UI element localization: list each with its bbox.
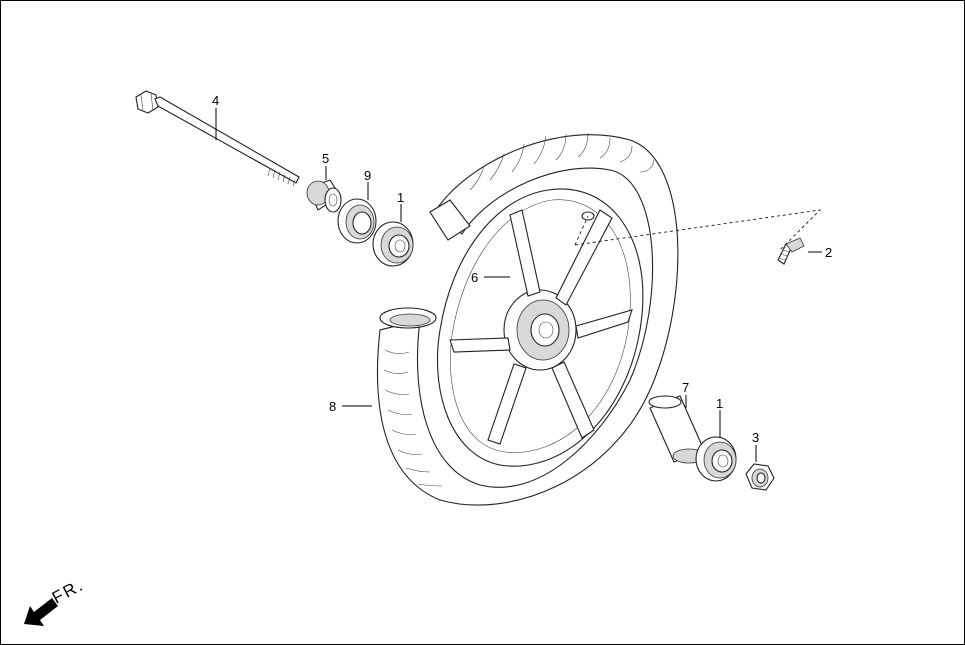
callout-6: 6 bbox=[471, 270, 478, 285]
callout-1-bottom: 1 bbox=[716, 396, 723, 411]
callout-5: 5 bbox=[322, 151, 329, 166]
axle-bolt bbox=[135, 90, 300, 187]
front-direction-label: FR. bbox=[49, 575, 87, 607]
valve-position-leader-2 bbox=[574, 215, 589, 246]
valve-stem bbox=[777, 237, 805, 265]
axle-nut bbox=[745, 463, 775, 491]
callout-4: 4 bbox=[212, 93, 219, 108]
callout-8: 8 bbox=[329, 399, 336, 414]
bearing-lower bbox=[695, 436, 737, 482]
wheel-rim bbox=[437, 188, 644, 467]
callout-3: 3 bbox=[752, 430, 759, 445]
callout-9: 9 bbox=[364, 168, 371, 183]
front-direction-arrow-icon bbox=[24, 598, 58, 626]
dust-seal bbox=[337, 198, 377, 244]
callout-1-top: 1 bbox=[397, 190, 404, 205]
bearing-upper bbox=[372, 221, 414, 267]
valve-position-leader bbox=[574, 209, 822, 251]
callout-7: 7 bbox=[682, 380, 689, 395]
callout-2: 2 bbox=[825, 245, 832, 260]
tire bbox=[377, 132, 679, 506]
collar-spacer bbox=[306, 179, 342, 213]
leader-lines bbox=[215, 108, 822, 462]
